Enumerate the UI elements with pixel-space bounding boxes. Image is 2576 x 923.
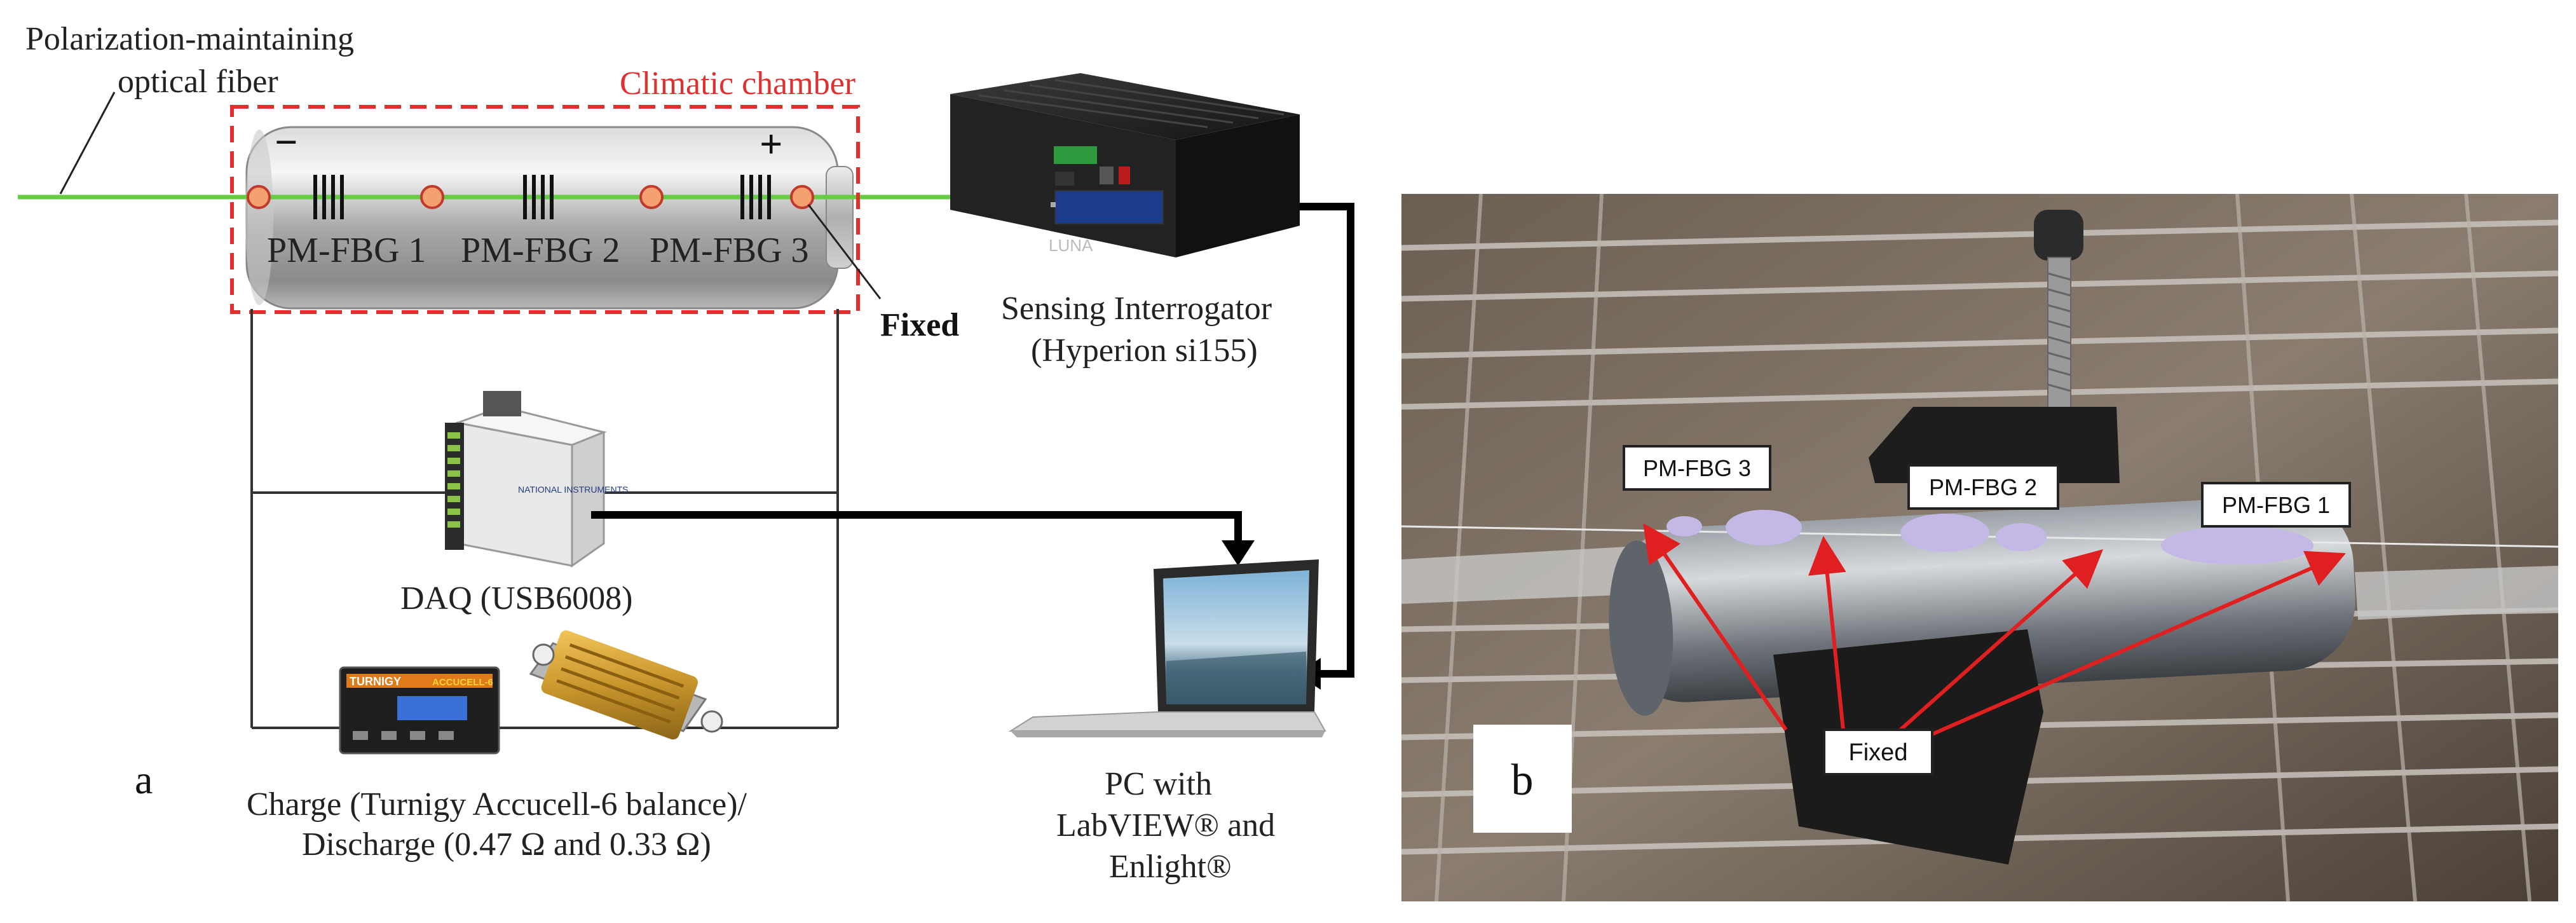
daq-device: NATIONAL INSTRUMENTS xyxy=(445,391,628,568)
positive-terminal-sign: + xyxy=(760,121,782,167)
photo-label-fbg1: PM-FBG 1 xyxy=(2201,482,2351,528)
photo-label-fixed: Fixed xyxy=(1823,728,1933,776)
rack-cross-wires xyxy=(1435,193,2532,902)
chamber-label: Climatic chamber xyxy=(620,65,855,102)
panel-a-letter: a xyxy=(135,757,153,802)
fbg-2-grating xyxy=(523,175,554,219)
fiber-label-leader xyxy=(59,92,116,195)
interrogator-brand: LUNA xyxy=(1049,236,1093,255)
fbg-3-grating xyxy=(740,175,771,219)
daq-brand: NATIONAL INSTRUMENTS xyxy=(518,484,628,495)
fiber-label-line1: Polarization-maintaining xyxy=(25,21,354,57)
pc-label-line3: Enlight® xyxy=(1109,849,1232,885)
climatic-chamber-box xyxy=(230,105,860,314)
negative-terminal-sign: − xyxy=(275,120,297,165)
sensor-label-1: PM-FBG 1 xyxy=(267,231,426,270)
sensor-label-2: PM-FBG 2 xyxy=(461,231,620,270)
interrogator-label-line1: Sensing Interrogator xyxy=(1001,291,1272,327)
charger-device: TURNIGY ACCUCELL-6 xyxy=(339,666,500,755)
fixation-points xyxy=(247,185,814,209)
right-tab xyxy=(2355,566,2558,620)
charger-model: ACCUCELL-6 xyxy=(432,677,493,688)
sensor-label-3: PM-FBG 3 xyxy=(650,231,809,270)
svg-text:PM-FBG 3: PM-FBG 3 xyxy=(1643,455,1751,481)
daq-to-pc-link xyxy=(591,511,1242,545)
charge-label-line1: Charge (Turnigy Accucell-6 balance)/ xyxy=(247,786,747,823)
interrogator-label-line2: (Hyperion si155) xyxy=(1031,332,1258,369)
fixed-leader xyxy=(807,204,882,299)
charge-label-line2: Discharge (0.47 Ω and 0.33 Ω) xyxy=(302,826,711,863)
photo-label-fbg2: PM-FBG 2 xyxy=(1907,464,2059,510)
daq-label: DAQ (USB6008) xyxy=(400,580,632,617)
laptop-device xyxy=(1008,559,1326,737)
photo-fixation-blobs xyxy=(1666,510,2314,564)
svg-text:Fixed: Fixed xyxy=(1849,739,1908,766)
photo-label-fbg3: PM-FBG 3 xyxy=(1623,445,1771,491)
svg-text:PM-FBG 2: PM-FBG 2 xyxy=(1929,474,2037,500)
resistor-device xyxy=(529,630,723,740)
panel-b-letter: b xyxy=(1511,756,1534,805)
fiber-label-line2: optical fiber xyxy=(118,64,278,100)
fbg-1-grating xyxy=(313,175,344,219)
left-tab xyxy=(1401,547,1637,604)
svg-text:PM-FBG 1: PM-FBG 1 xyxy=(2222,492,2330,518)
pc-label-line2: LabVIEW® and xyxy=(1056,807,1275,844)
daq-to-pc-arrowhead xyxy=(1222,540,1255,566)
charger-brand: TURNIGY xyxy=(350,675,401,688)
panel-a: Polarization-maintaining optical fiber C… xyxy=(18,21,1354,885)
interrogator-device: LUNA xyxy=(950,73,1300,257)
panel-b: PM-FBG 3 PM-FBG 2 PM-FBG 1 Fixed b xyxy=(1401,193,2559,902)
interrogator-to-pc-link xyxy=(1300,203,1354,678)
fixed-label-a: Fixed xyxy=(880,307,959,343)
panel-b-letter-box xyxy=(1473,725,1572,833)
pc-label-line1: PC with xyxy=(1105,766,1212,802)
fixed-arrows xyxy=(1643,523,2346,736)
